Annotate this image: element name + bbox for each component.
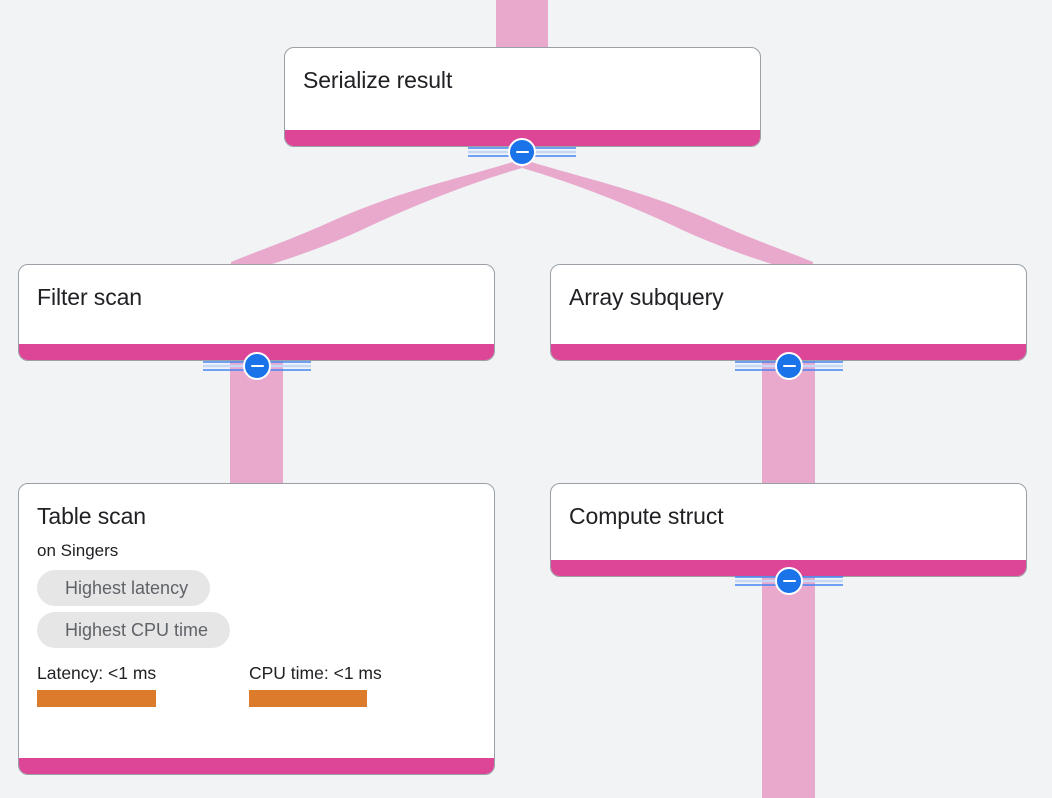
node-table-scan[interactable]: Table scan on Singers Highest latency Hi… [18, 483, 495, 775]
node-title: Array subquery [569, 284, 724, 310]
node-title: Filter scan [37, 284, 142, 310]
node-metric-list: Latency: <1 ms CPU time: <1 ms [37, 662, 429, 707]
minus-circle-icon[interactable] [775, 352, 803, 380]
metric-bar-track [249, 690, 429, 707]
node-serialize-result[interactable]: Serialize result [284, 47, 761, 147]
node-filter-scan[interactable]: Filter scan [18, 264, 495, 361]
node-title: Serialize result [303, 67, 453, 93]
node-footer-bar [19, 758, 494, 774]
node-subtitle: on Singers [37, 541, 119, 560]
status-badge-highest-latency: Highest latency [37, 570, 211, 606]
collapse-toggle-filter-scan[interactable] [203, 351, 311, 381]
node-title: Compute struct [569, 503, 724, 529]
metric-bar [37, 690, 156, 707]
node-title: Table scan [37, 503, 146, 529]
node-body: Compute struct [551, 484, 1026, 560]
node-array-subquery[interactable]: Array subquery [550, 264, 1027, 361]
metric-bar-track [37, 690, 217, 707]
edge-serialize-to-filter [231, 160, 522, 276]
status-badge-highest-cpu-time: Highest CPU time [37, 612, 231, 648]
metric-latency: Latency: <1 ms [37, 662, 249, 707]
collapse-toggle-serialize-result[interactable] [468, 137, 576, 167]
minus-circle-icon[interactable] [508, 138, 536, 166]
edge-root-inflow [496, 0, 548, 50]
minus-circle-icon[interactable] [775, 567, 803, 595]
node-body: Table scan on Singers Highest latency Hi… [19, 484, 494, 758]
metric-label: Latency: <1 ms [37, 663, 157, 683]
node-chip-list: Highest latency Highest CPU time [37, 570, 231, 648]
collapse-toggle-compute-struct[interactable] [735, 566, 843, 596]
edge-compute-outflow [762, 576, 815, 798]
node-body: Serialize result [285, 48, 760, 130]
minus-circle-icon[interactable] [243, 352, 271, 380]
metric-bar [249, 690, 367, 707]
metric-label: CPU time: <1 ms [249, 663, 382, 683]
edge-serialize-to-array [522, 160, 813, 276]
metric-cpu-time: CPU time: <1 ms [249, 662, 429, 707]
node-compute-struct[interactable]: Compute struct [550, 483, 1027, 577]
node-body: Filter scan [19, 265, 494, 344]
collapse-toggle-array-subquery[interactable] [735, 351, 843, 381]
node-body: Array subquery [551, 265, 1026, 344]
